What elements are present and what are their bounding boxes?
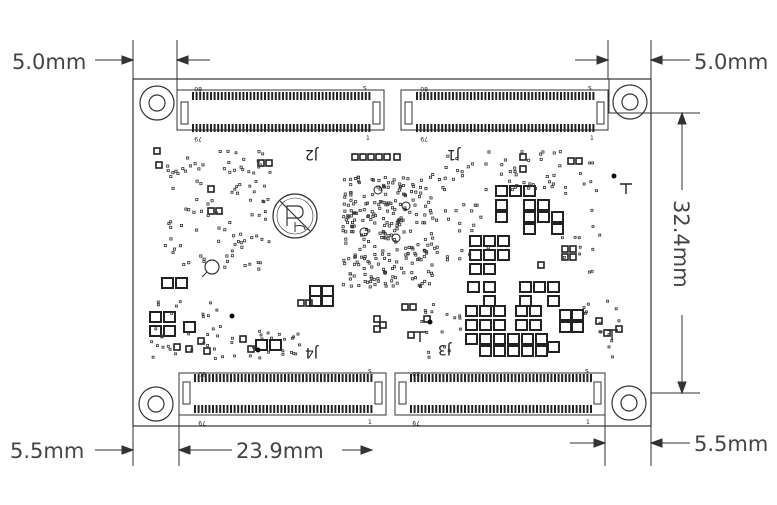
dimension-lines (95, 40, 700, 466)
pin-label: s (588, 84, 592, 92)
dim-bottom-right: 5.5mm (694, 432, 768, 456)
pin-label: 80 (412, 370, 420, 377)
pin-label: s (585, 367, 589, 375)
pin-label: 1 (586, 419, 590, 426)
connector-j4-label: J4 (305, 344, 319, 360)
connector-j2-label: J2 (305, 146, 319, 162)
connector-j1-label: J1 (447, 146, 461, 162)
fiducial-icon (201, 259, 220, 278)
pin-label: s (368, 367, 372, 375)
dim-top-left: 5.0mm (12, 50, 86, 74)
pin-label: 80 (194, 85, 202, 92)
pin-label: 1 (590, 135, 594, 142)
connector-j4 (178, 372, 387, 416)
connector-j3-label: J3 (438, 341, 452, 357)
mounting-hole-icon (611, 385, 647, 421)
pin-label: 1 (366, 135, 370, 142)
pin-label: s (363, 84, 367, 92)
dim-width: 23.9mm (236, 439, 324, 463)
connector-j1 (400, 89, 609, 131)
mounting-hole-icon (139, 85, 175, 121)
component-footprints (149, 147, 632, 360)
pb-free-icon (272, 193, 318, 239)
pin-label: 79 (420, 135, 428, 142)
connector-j3 (394, 372, 606, 416)
connector-j2 (176, 89, 385, 131)
board-outline (132, 78, 652, 427)
pin-label: 80 (420, 85, 428, 92)
pin-label: 79 (198, 419, 206, 426)
pin-label: 80 (198, 370, 206, 377)
pin-label: 79 (194, 135, 202, 142)
pin-label: 1 (368, 419, 372, 426)
dim-height: 32.4mm (669, 200, 693, 288)
mounting-hole-icon (612, 84, 648, 120)
connector-pin-rows (192, 92, 595, 413)
dim-bottom-left: 5.5mm (10, 439, 84, 463)
mounting-hole-icon (138, 386, 174, 422)
board-corner-notch (608, 79, 651, 114)
pin-label: 79 (412, 419, 420, 426)
dim-top-right: 5.0mm (694, 50, 768, 74)
